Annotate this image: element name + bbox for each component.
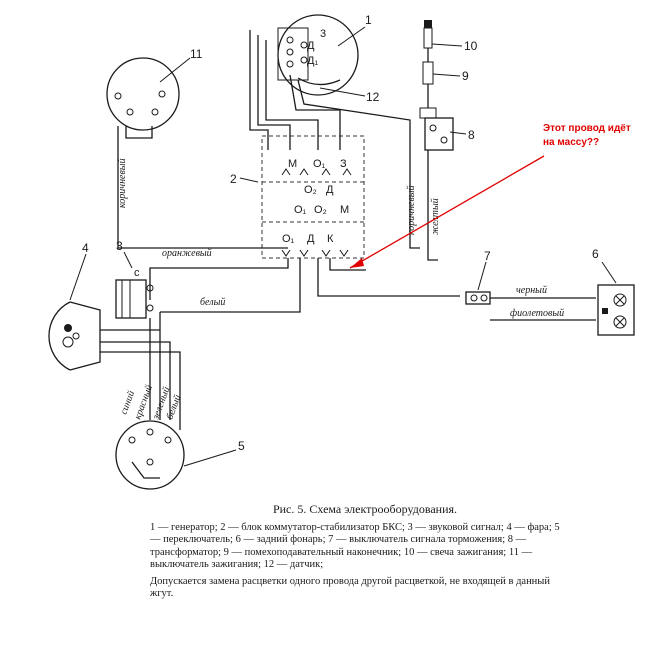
annotation-line-1: Этот провод идёт [543,123,631,134]
caption-legend: 1 — генератор; 2 — блок коммутатор-стаби… [150,521,560,571]
light-switch [115,420,185,490]
label-12: 12 [366,90,380,104]
tail-light [597,284,635,336]
wire-violet: фиолетовый [510,308,564,319]
generator: 3 Д Д₁ [277,14,359,96]
caption-remark: Допускается замена расцветки одного пров… [150,575,550,600]
label-9: 9 [462,69,469,83]
brake-switch [465,291,491,305]
wiring-diagram: 3 Д Д₁ 1 12 10 9 8 11 коричневый [48,13,635,490]
block-terminal-d: Д [326,184,334,196]
horn [115,279,154,319]
block-terminal-o1-bottom: О₁ [282,233,295,245]
block-terminal-d-bottom: Д [307,233,315,245]
wire-orange: оранжевый [162,248,212,259]
wire-brown-right: коричневый [406,185,417,235]
block-terminal-o2-row: О₂ [314,204,327,216]
suppressor-cap [422,48,434,85]
spark-plug [423,20,433,49]
wire-black: черный [516,285,547,296]
label-11: 11 [190,47,203,61]
block-terminal-o1: О₁ [313,158,326,170]
annotation-arrowhead [350,258,364,268]
label-10: 10 [464,39,478,53]
wire-brown-left: коричневый [117,158,128,208]
ignition-switch [106,57,180,139]
terminal-3: 3 [320,28,326,40]
horn-terminal-c: с [134,267,140,279]
headlight [48,301,101,371]
wire-yellow: желтый [430,198,441,235]
block-terminal-k-bottom: К [327,233,334,245]
label-6: 6 [592,247,599,261]
block-terminal-o2: О₂ [304,184,317,196]
label-2: 2 [230,172,237,186]
figure-caption: Рис. 5. Схема электрооборудования. 1 — г… [150,503,560,601]
bks-block: М О₁ З О₂ Д О₁ О₂ М О₁ Д К [261,135,365,259]
ignition-transformer [419,107,454,151]
block-terminal-m-row: М [340,204,349,216]
label-8: 8 [468,128,475,142]
label-4: 4 [82,241,89,255]
label-7: 7 [484,249,491,263]
terminal-d1: Д₁ [307,55,318,67]
annotation: Этот провод идёт на массу?? [349,123,631,269]
annotation-arrow [349,155,545,269]
annotation-line-2: на массу?? [543,137,599,148]
block-terminal-3: З [340,158,347,170]
label-5: 5 [238,439,245,453]
wire-white: белый [200,297,225,308]
block-terminal-m: М [288,158,297,170]
terminal-d: Д [307,40,315,52]
block-terminal-o1-row: О₁ [294,204,307,216]
label-1: 1 [365,13,372,27]
label-3: 3 [116,239,123,253]
caption-title: Рис. 5. Схема электрооборудования. [272,502,458,516]
